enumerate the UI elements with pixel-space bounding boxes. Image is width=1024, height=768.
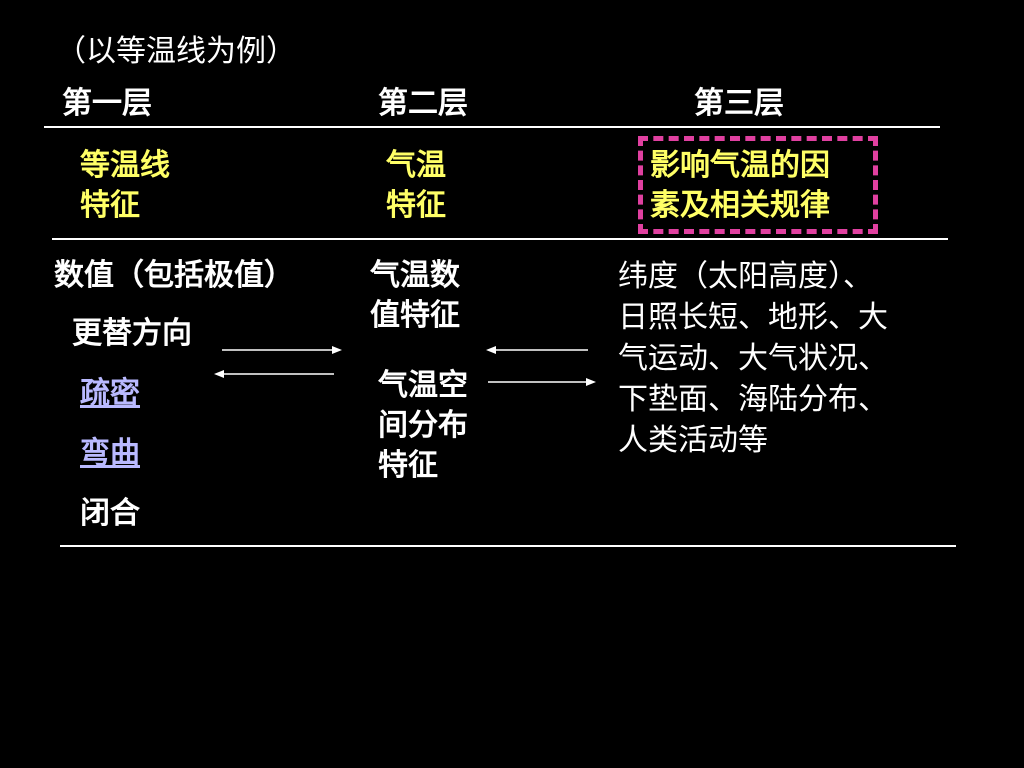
arrow-right-1 [222,346,342,354]
isotherm-features-label: 等温线 特征 [80,148,170,223]
influencing-factors-list: 纬度（太阳高度）、 日照长短、地形、大 气运动、大气状况、 下垫面、海陆分布、 … [618,259,888,458]
divider-middle [52,238,948,240]
temperature-value-features: 气温数 值特征 [370,258,460,333]
item-alternation-direction: 更替方向 [72,316,192,351]
highlight-dashed-box [638,136,878,234]
item-closure: 闭合 [80,496,140,531]
arrow-right-2 [488,378,596,386]
header-layer-1: 第一层 [62,86,152,121]
header-layer-2: 第二层 [378,86,468,121]
arrow-left-1 [214,370,334,378]
divider-top [44,126,940,128]
arrow-left-2 [486,346,588,354]
influencing-factors-label: 影响气温的因 素及相关规律 [650,148,830,223]
temperature-spatial-distribution: 气温空 间分布 特征 [378,368,468,483]
temperature-features-label: 气温 特征 [386,148,446,223]
header-layer-3: 第三层 [694,86,784,121]
link-curvature[interactable]: 弯曲 [80,436,140,471]
link-density[interactable]: 疏密 [80,376,140,411]
context-note: （以等温线为例） [56,34,296,69]
item-value-extremes: 数值（包括极值） [54,258,294,293]
divider-bottom [60,545,956,547]
